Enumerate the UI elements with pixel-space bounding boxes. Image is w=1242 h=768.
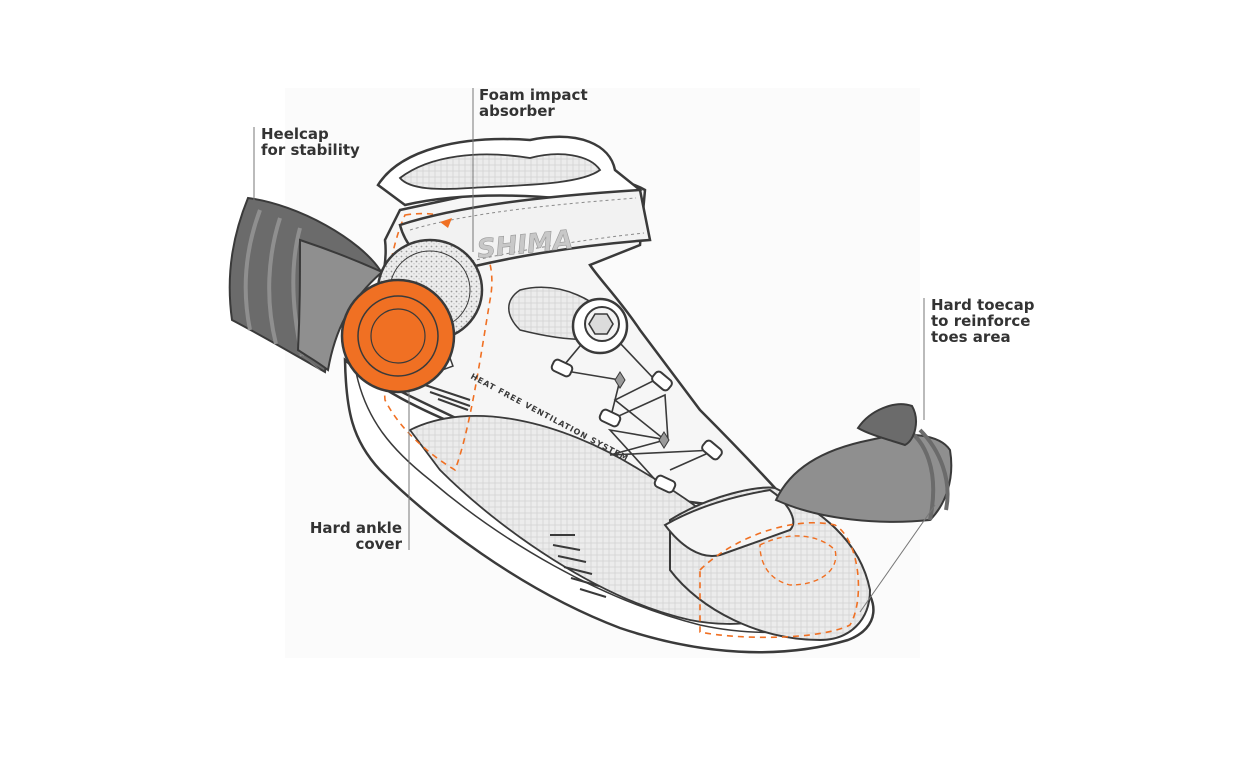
heelcap-part [228, 196, 384, 374]
ankle-cover-part [340, 278, 456, 394]
callout-hard-toecap: Hard toecap to reinforce toes area [931, 296, 1035, 346]
callout-hard-ankle-cover: Hard ankle cover [309, 519, 402, 553]
toecap-part [774, 403, 953, 523]
callout-foam-impact-absorber: Foam impact absorber [479, 86, 588, 120]
brand-flag-icon [440, 218, 452, 228]
leader-lines [253, 88, 936, 613]
toe-protector-dashed [699, 521, 860, 639]
lace-guides [550, 358, 723, 494]
callout-heelcap: Heelcap for stability [261, 125, 360, 159]
ventilation-slots [550, 534, 607, 598]
toe-protector-dashed-inner [759, 535, 837, 586]
lace-crossings [614, 371, 670, 449]
toe-overlay-strap [663, 488, 795, 557]
boa-dial [571, 297, 629, 355]
heel-stripes [424, 384, 471, 411]
